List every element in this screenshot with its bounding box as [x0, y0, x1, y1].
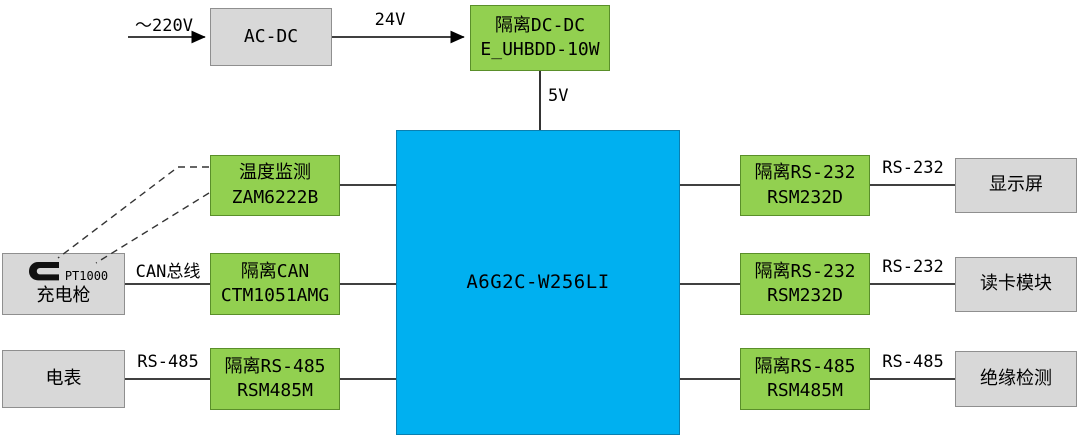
acdc-label: AC-DC [243, 25, 299, 47]
isolated-rs485-left-box: 隔离RS-485 RSM485M [210, 348, 340, 410]
acdc-converter-box: AC-DC [210, 8, 332, 66]
rs232-2-part-number: RSM232D [767, 285, 843, 306]
display-label: 显示屏 [989, 174, 1043, 196]
isolated-dcdc-box: 隔离DC-DC E_UHBDD-10W [470, 5, 610, 71]
rs485-left-title: 隔离RS-485 [224, 355, 326, 377]
isolated-can-box: 隔离CAN CTM1051AMG [210, 253, 340, 315]
rs232-label-1: RS-232 [882, 158, 944, 178]
rs485-right-part-number: RSM485M [767, 380, 843, 401]
isolated-rs232-box-1: 隔离RS-232 RSM232D [740, 155, 870, 216]
rs485-right-title: 隔离RS-485 [754, 355, 856, 377]
card-reader-label: 读卡模块 [980, 273, 1052, 295]
isolated-rs232-box-2: 隔离RS-232 RSM232D [740, 253, 870, 315]
meter-rs485-label: RS-485 [137, 352, 199, 372]
dashed-pt1000-wire-upper [57, 166, 209, 259]
can-bus-label: CAN总线 [135, 262, 201, 282]
mcu-label: A6G2C-W256LI [466, 270, 610, 293]
temperature-monitor-box: 温度监测 ZAM6222B [210, 155, 340, 216]
rs232-1-part-number: RSM232D [767, 186, 843, 208]
rs232-1-title: 隔离RS-232 [754, 162, 856, 184]
bus-24v-label: 24V [374, 10, 406, 30]
energy-meter-box: 电表 [2, 350, 125, 408]
charging-gun-icon-row: PT1000 [19, 260, 108, 282]
charging-gun-box: PT1000 充电枪 [2, 253, 125, 315]
energy-meter-label: 电表 [45, 367, 82, 389]
charging-gun-label: 充电枪 [36, 284, 91, 306]
card-reader-box: 读卡模块 [955, 257, 1077, 312]
rs485-left-part-number: RSM485M [237, 380, 313, 401]
rs232-2-title: 隔离RS-232 [754, 260, 856, 282]
pt1000-sensor-label: PT1000 [64, 268, 109, 283]
display-box: 显示屏 [955, 158, 1077, 213]
insulation-detect-label: 绝缘检测 [980, 367, 1052, 389]
mcu-box: A6G2C-W256LI [396, 130, 680, 435]
temp-part-number: ZAM6222B [231, 186, 319, 208]
mains-voltage-label: ～220V [135, 16, 193, 36]
rs232-label-2: RS-232 [882, 257, 944, 277]
bus-5v-label: 5V [548, 86, 569, 106]
temp-title: 温度监测 [239, 162, 311, 184]
rs485-label-right: RS-485 [882, 352, 944, 372]
can-title: 隔离CAN [240, 260, 310, 282]
charging-gun-icon [28, 261, 59, 281]
dcdc-part-number: E_UHBDD-10W [480, 39, 600, 60]
insulation-detect-box: 绝缘检测 [955, 351, 1077, 407]
can-part-number: CTM1051AMG [220, 285, 330, 306]
isolated-rs485-right-box: 隔离RS-485 RSM485M [740, 348, 870, 410]
dcdc-title: 隔离DC-DC [494, 14, 586, 36]
